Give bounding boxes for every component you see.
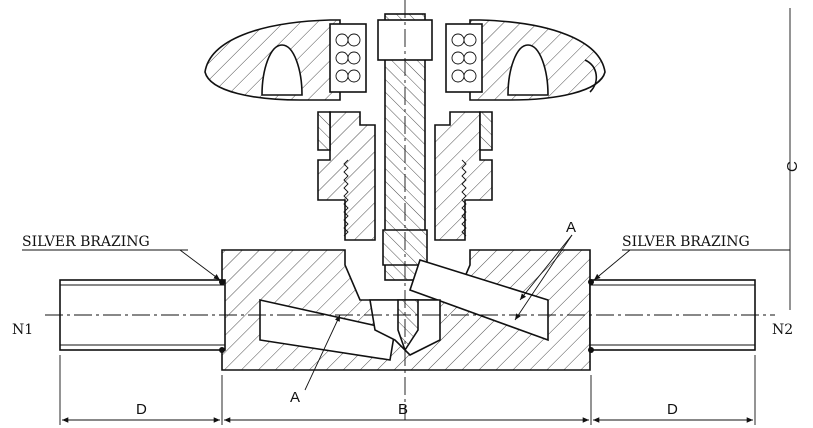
handwheel	[204, 19, 606, 101]
brazing-point-left-top	[219, 279, 225, 285]
leader-a-top-2	[519, 234, 573, 301]
label-a-bottom: A	[290, 389, 300, 406]
label-dim-d-left: D	[136, 401, 147, 418]
label-a-top: A	[566, 219, 576, 236]
label-dim-d-right: D	[667, 401, 678, 418]
leader-silver-brazing-left	[179, 249, 221, 281]
spring-pocket-right	[445, 23, 483, 93]
pipe-right	[589, 279, 756, 351]
label-silver-brazing-left: SILVER BRAZING	[22, 234, 150, 250]
leader-a-bottom	[304, 314, 341, 391]
bonnet	[317, 111, 493, 241]
brazing-point-right-top	[588, 279, 594, 285]
label-dim-b: B	[398, 401, 408, 418]
label-dim-c: C	[784, 161, 801, 172]
dimension-lines	[59, 8, 791, 425]
leader-silver-brazing-right	[593, 249, 631, 281]
label-n2: N2	[772, 322, 793, 338]
brazing-point-left-bottom	[219, 347, 225, 353]
spring-pocket-left	[329, 23, 367, 93]
leader-a-top-1	[514, 234, 573, 321]
brazing-point-right-bottom	[588, 347, 594, 353]
label-n1: N1	[12, 322, 33, 338]
label-silver-brazing-right: SILVER BRAZING	[622, 234, 750, 250]
